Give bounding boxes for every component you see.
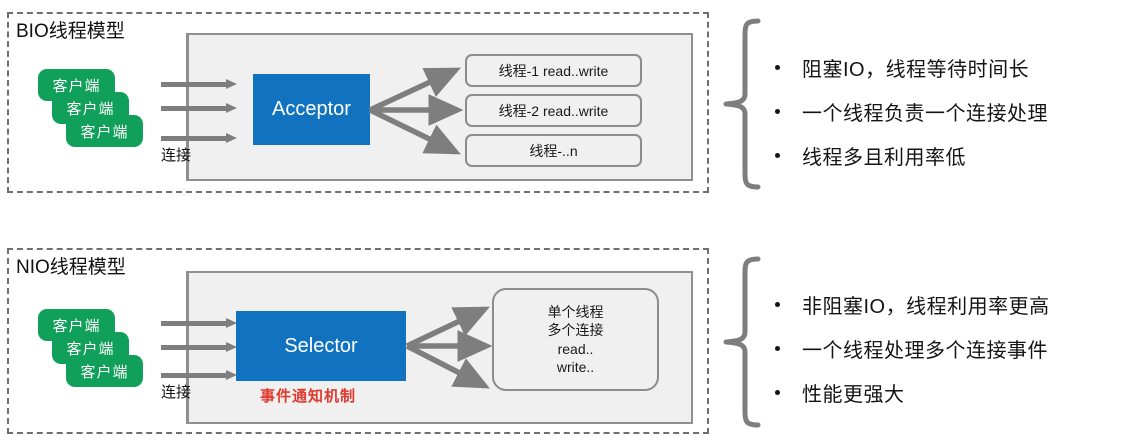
bio-client-label-2: 客户端: [66, 100, 115, 118]
nio-client-label-2: 客户端: [66, 340, 115, 358]
bio-connection-label: 连接: [161, 147, 192, 164]
bullet-dot-icon: [775, 108, 780, 114]
arrow-shaft: [161, 106, 226, 111]
arrow-head: [226, 342, 237, 352]
bio-bullet-text-2: 一个线程负责一个连接处理: [802, 102, 1048, 125]
nio-worker-line-3: read..: [557, 340, 594, 357]
nio-bullet-text-3: 性能更强大: [802, 383, 905, 406]
bio-acceptor-label: Acceptor: [272, 98, 351, 120]
nio-worker-line-4: write..: [556, 358, 595, 375]
nio-worker-box: 单个线程 多个连接 read.. write..: [492, 288, 659, 391]
nio-bullet-item-2: 一个线程处理多个连接事件: [775, 326, 1050, 370]
bio-thread-box-1: 线程-1 read..write: [465, 54, 642, 87]
bio-client-label-3: 客户端: [80, 123, 129, 141]
bio-bullet-list: 阻塞IO，线程等待时间长 一个线程负责一个连接处理 线程多且利用率低: [775, 45, 1048, 177]
nio-bullet-item-3: 性能更强大: [775, 370, 1050, 414]
nio-client-box-3: 客户端: [66, 355, 143, 387]
bullet-dot-icon: [775, 301, 780, 307]
arrow-shaft: [161, 345, 226, 350]
bio-bullet-item-1: 阻塞IO，线程等待时间长: [775, 45, 1048, 89]
nio-worker-line-1: 单个线程: [547, 303, 604, 320]
bio-brace: [723, 18, 761, 190]
nio-connection-arrow-2: [161, 342, 237, 352]
bio-connection-arrow-2: [161, 103, 237, 113]
arrow-head: [226, 79, 237, 89]
bio-client-box-3: 客户端: [66, 115, 143, 147]
arrow-head: [226, 103, 237, 113]
bio-thread-label-3: 线程-..n: [529, 142, 578, 159]
bio-thread-label-1: 线程-1 read..write: [498, 62, 609, 79]
bullet-dot-icon: [775, 389, 780, 395]
nio-brace: [723, 256, 761, 428]
nio-bullet-item-1: 非阻塞IO，线程利用率更高: [775, 282, 1050, 326]
arrow-shaft: [161, 321, 226, 326]
nio-connection-arrow-1: [161, 318, 237, 328]
bio-bullet-text-3: 线程多且利用率低: [802, 146, 966, 169]
nio-connection-arrow-3: [161, 370, 237, 380]
nio-section-frame: [7, 248, 709, 434]
bio-thread-box-2: 线程-2 read..write: [465, 94, 642, 127]
bio-client-label-1: 客户端: [52, 77, 101, 95]
bio-bullet-item-2: 一个线程负责一个连接处理: [775, 89, 1048, 133]
bio-thread-label-2: 线程-2 read..write: [498, 102, 609, 119]
bio-thread-box-3: 线程-..n: [465, 134, 642, 167]
bio-connection-arrow-3: [161, 133, 237, 143]
arrow-head: [226, 133, 237, 143]
nio-worker-line-2: 多个连接: [547, 322, 604, 339]
bullet-dot-icon: [775, 152, 780, 158]
bio-section-title: BIO线程模型: [14, 22, 128, 41]
nio-selector-label: Selector: [284, 334, 358, 357]
nio-bullet-text-1: 非阻塞IO，线程利用率更高: [802, 295, 1050, 318]
nio-section-title: NIO线程模型: [14, 258, 129, 277]
bio-bullet-item-3: 线程多且利用率低: [775, 133, 1048, 177]
nio-bullet-list: 非阻塞IO，线程利用率更高 一个线程处理多个连接事件 性能更强大: [775, 282, 1050, 414]
bullet-dot-icon: [775, 345, 780, 351]
bio-bullet-text-1: 阻塞IO，线程等待时间长: [802, 58, 1030, 81]
bio-connection-arrow-1: [161, 79, 237, 89]
nio-client-label-3: 客户端: [80, 363, 129, 381]
bio-section-frame: [7, 12, 709, 193]
nio-selector-box: Selector: [236, 311, 406, 381]
bio-acceptor-box: Acceptor: [253, 74, 370, 145]
nio-selector-caption: 事件通知机制: [260, 388, 357, 405]
arrow-head: [226, 318, 237, 328]
bullet-dot-icon: [775, 64, 780, 70]
arrow-shaft: [161, 373, 226, 378]
arrow-shaft: [161, 136, 226, 141]
nio-client-label-1: 客户端: [52, 317, 101, 335]
arrow-shaft: [161, 82, 226, 87]
nio-connection-label: 连接: [161, 384, 192, 401]
nio-bullet-text-2: 一个线程处理多个连接事件: [802, 339, 1048, 362]
arrow-head: [226, 370, 237, 380]
